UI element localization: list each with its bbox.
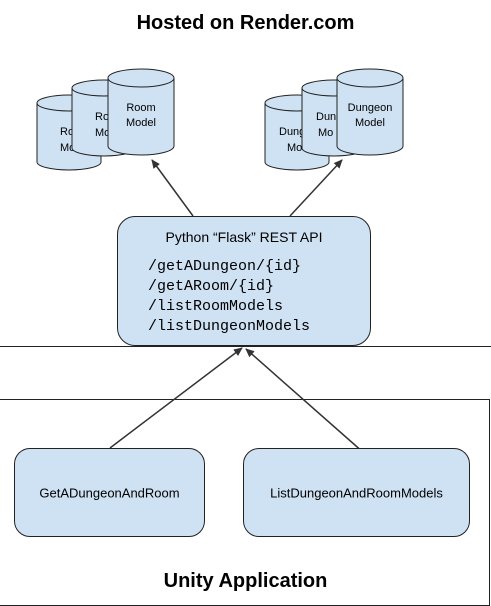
hosted-frame — [0, 346, 491, 347]
dungeon-mid-label-2: Mo — [318, 127, 333, 139]
api-title: Python “Flask” REST API — [165, 229, 323, 245]
list-dungeon-and-room-models-label: ListDungeonAndRoomModels — [270, 485, 443, 500]
arrow-api-to-dungeon-model — [289, 159, 343, 217]
dungeon-model-cylinder-front: Dungeon Model — [336, 68, 404, 156]
list-dungeon-and-room-models-box: ListDungeonAndRoomModels — [243, 448, 470, 537]
arrow-api-to-room-model — [151, 159, 194, 217]
arrow-right-to-api — [245, 348, 365, 454]
hosted-title: Hosted on Render.com — [136, 12, 355, 34]
room-back-label-1: Ro — [60, 126, 74, 138]
flask-api-box: Python “Flask” REST API /getADungeon/{id… — [117, 216, 371, 346]
room-back-label-2: Mo — [60, 142, 75, 154]
dungeon-front-label-1: Dungeon — [348, 102, 393, 114]
dungeon-back-label-1: Dung — [279, 126, 305, 138]
arrow-left-to-api — [109, 347, 243, 449]
room-front-label-1: Room — [126, 102, 155, 114]
api-endpoint: /listRoomModels — [148, 298, 284, 315]
room-mid-label-1: Ro — [95, 111, 109, 123]
dungeon-back-label-2: Mo — [287, 142, 302, 154]
get-dungeon-and-room-box: GetADungeonAndRoom — [14, 448, 205, 537]
room-model-cylinder-front: Room Model — [107, 68, 175, 156]
dungeon-mid-label-1: Dun — [316, 111, 336, 123]
api-endpoint: /getADungeon/{id} — [148, 258, 302, 275]
api-endpoint: /listDungeonModels — [148, 318, 311, 335]
unity-title: Unity Application — [163, 570, 328, 592]
dungeon-front-label-2: Model — [355, 117, 385, 129]
get-dungeon-and-room-label: GetADungeonAndRoom — [39, 485, 180, 500]
api-endpoint: /getARoom/{id} — [148, 278, 275, 295]
room-front-label-2: Model — [126, 117, 156, 129]
